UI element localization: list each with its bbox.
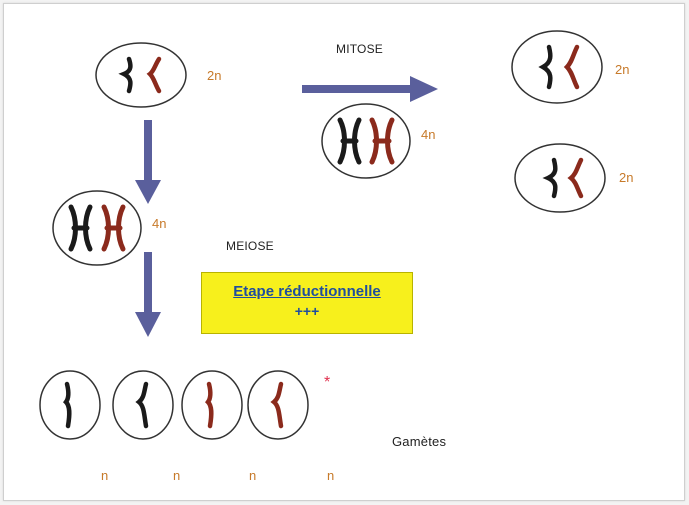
reductional-stage-subtitle: +++ [294, 303, 320, 319]
gamete-4 [247, 370, 309, 440]
cell-mitose-4n [321, 103, 411, 179]
cell-parent-2n [95, 42, 187, 108]
gamete-1 [39, 370, 101, 440]
reductional-stage-box: Etape réductionnelle +++ [201, 272, 413, 334]
cell-meiose-4n [52, 190, 142, 266]
ploidy-gamete-2: n [173, 468, 181, 483]
reductional-stage-title: Etape réductionnelle [233, 283, 381, 300]
arrow-meiose-bottom [135, 252, 161, 337]
ploidy-gamete-1: n [101, 468, 109, 483]
mitose-label: MITOSE [336, 42, 383, 56]
ploidy-gamete-3: n [249, 468, 257, 483]
gamete-3 [181, 370, 243, 440]
ploidy-daughter-bottom: 2n [619, 170, 634, 185]
ploidy-daughter-top: 2n [615, 62, 630, 77]
gamete-2 [112, 370, 174, 440]
arrow-meiose-top [135, 120, 161, 204]
meiose-label: MEIOSE [226, 239, 274, 253]
cell-daughter-top-2n [511, 30, 603, 104]
gametes-label: Gamètes [392, 434, 447, 449]
ploidy-mitose: 4n [421, 127, 436, 142]
ploidy-parent: 2n [207, 68, 222, 83]
asterisk-marker: * [324, 374, 331, 391]
cell-daughter-bottom-2n [514, 143, 606, 213]
ploidy-meiose: 4n [152, 216, 167, 231]
ploidy-gamete-4: n [327, 468, 335, 483]
arrow-mitose [302, 76, 438, 102]
